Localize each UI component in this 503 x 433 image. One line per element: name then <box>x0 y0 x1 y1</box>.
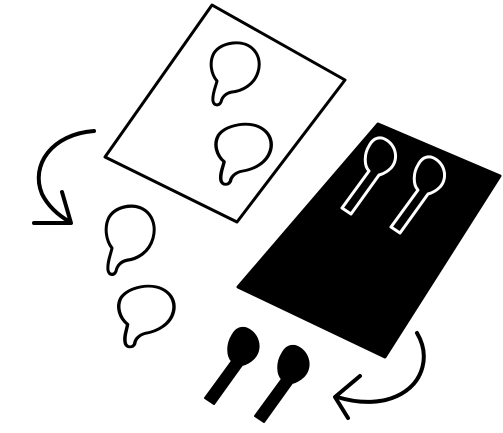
loose-keyhole-2 <box>255 346 309 422</box>
loose-white-pieces <box>106 206 179 347</box>
loose-keyhole-1 <box>205 328 259 404</box>
white-card-outline <box>105 5 345 222</box>
loose-comma-2 <box>116 284 178 347</box>
loose-black-pieces <box>205 328 309 422</box>
loose-comma-1 <box>106 206 154 274</box>
curved-arrow-left <box>34 131 94 223</box>
white-card <box>105 5 345 222</box>
